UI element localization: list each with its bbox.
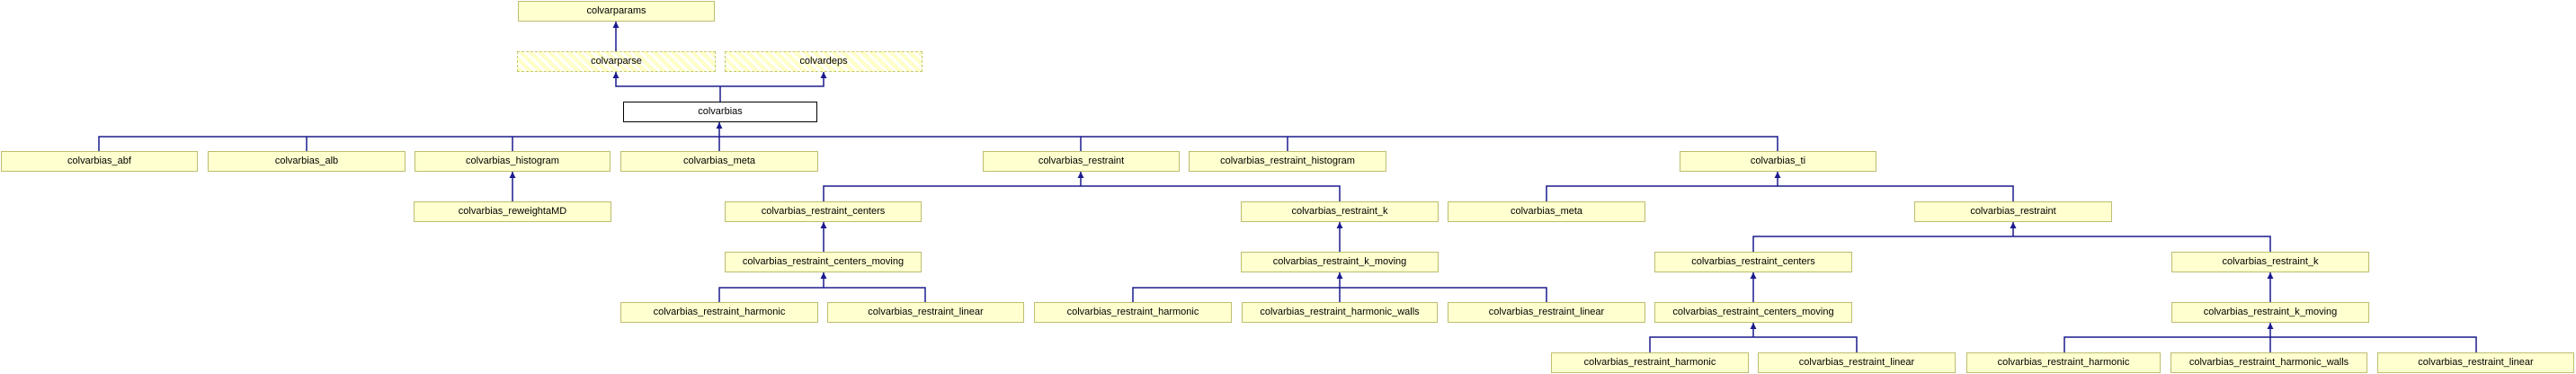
- node-colvarbias-current[interactable]: colvarbias: [623, 102, 817, 122]
- node-colvarparams[interactable]: colvarparams: [518, 1, 715, 22]
- node-colvarbias-reweightamd[interactable]: colvarbias_reweightaMD: [414, 201, 611, 222]
- node-colvarbias-restraint-centers-moving[interactable]: colvarbias_restraint_centers_moving: [725, 252, 922, 272]
- node-colvarbias-restraint-harmonic-walls-2[interactable]: colvarbias_restraint_harmonic_walls: [2170, 352, 2367, 373]
- node-colvarbias-restraint-k-moving[interactable]: colvarbias_restraint_k_moving: [1241, 252, 1439, 272]
- node-colvarbias-abf[interactable]: colvarbias_abf: [1, 151, 198, 172]
- node-colvarbias-histogram[interactable]: colvarbias_histogram: [414, 151, 611, 172]
- node-colvarbias-restraint-harmonic-walls-1[interactable]: colvarbias_restraint_harmonic_walls: [1242, 302, 1438, 323]
- node-colvardeps[interactable]: colvardeps: [725, 51, 923, 72]
- node-colvarbias-restraint-centers-2[interactable]: colvarbias_restraint_centers: [1654, 252, 1852, 272]
- node-colvarbias-restraint-k-moving-2[interactable]: colvarbias_restraint_k_moving: [2171, 302, 2369, 323]
- node-colvarbias-alb[interactable]: colvarbias_alb: [208, 151, 406, 172]
- node-colvarbias-restraint-centers[interactable]: colvarbias_restraint_centers: [725, 201, 922, 222]
- node-colvarbias-restraint-harmonic-4[interactable]: colvarbias_restraint_harmonic: [1966, 352, 2161, 373]
- node-colvarbias-meta[interactable]: colvarbias_meta: [620, 151, 818, 172]
- node-colvarbias-restraint-linear-2[interactable]: colvarbias_restraint_linear: [1448, 302, 1645, 323]
- node-colvarbias-restraint-linear-4[interactable]: colvarbias_restraint_linear: [2377, 352, 2574, 373]
- node-colvarbias-restraint-linear-3[interactable]: colvarbias_restraint_linear: [1758, 352, 1956, 373]
- node-colvarbias-restraint-histogram[interactable]: colvarbias_restraint_histogram: [1189, 151, 1386, 172]
- node-colvarparse[interactable]: colvarparse: [517, 51, 716, 72]
- node-colvarbias-restraint-harmonic-3[interactable]: colvarbias_restraint_harmonic: [1551, 352, 1749, 373]
- node-colvarbias-restraint-centers-moving-2[interactable]: colvarbias_restraint_centers_moving: [1654, 302, 1852, 323]
- node-colvarbias-ti[interactable]: colvarbias_ti: [1680, 151, 1876, 172]
- node-colvarbias-restraint[interactable]: colvarbias_restraint: [983, 151, 1180, 172]
- node-colvarbias-restraint-harmonic-2[interactable]: colvarbias_restraint_harmonic: [1034, 302, 1232, 323]
- edge-lines: [98, 22, 2477, 352]
- node-colvarbias-restraint-2[interactable]: colvarbias_restraint: [1914, 201, 2112, 222]
- node-colvarbias-restraint-k-2[interactable]: colvarbias_restraint_k: [2171, 252, 2369, 272]
- node-colvarbias-restraint-harmonic-1[interactable]: colvarbias_restraint_harmonic: [620, 302, 818, 323]
- node-colvarbias-restraint-k[interactable]: colvarbias_restraint_k: [1241, 201, 1439, 222]
- node-colvarbias-meta-2[interactable]: colvarbias_meta: [1448, 201, 1645, 222]
- node-colvarbias-restraint-linear-1[interactable]: colvarbias_restraint_linear: [827, 302, 1024, 323]
